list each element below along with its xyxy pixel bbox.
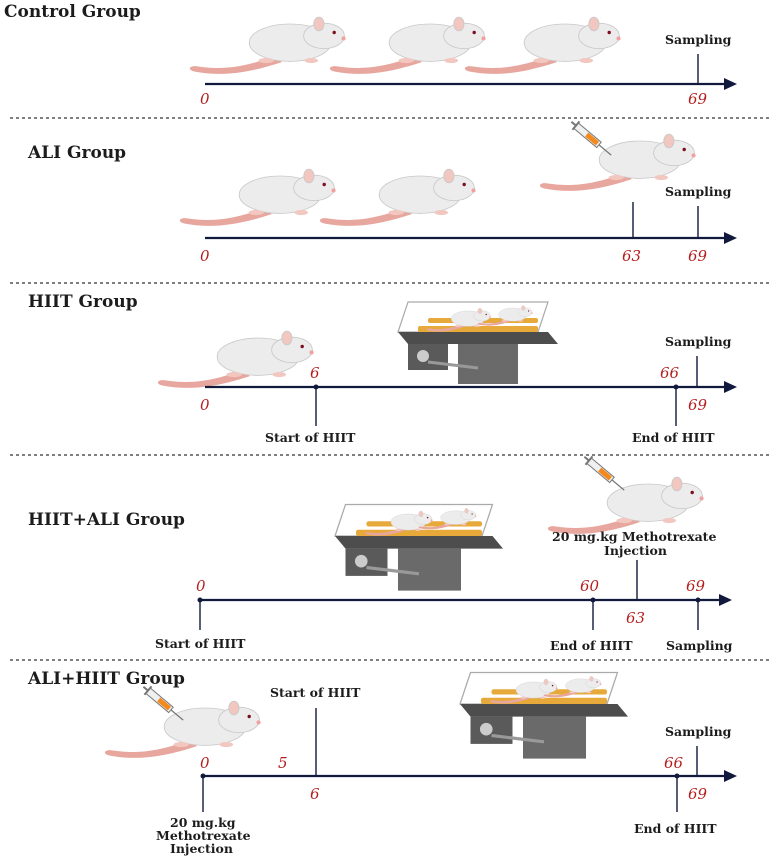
day-number: 69 (688, 247, 708, 265)
arrowhead-icon (719, 594, 732, 606)
day-number: 66 (660, 364, 680, 382)
rat-icon (104, 700, 262, 759)
arrowhead-icon (724, 232, 737, 244)
timeline-marker (590, 597, 596, 603)
group-title: HIIT+ALI Group (28, 510, 185, 530)
rat-icon (539, 133, 697, 192)
treadmill-icon (335, 505, 503, 591)
treadmill-icon (460, 673, 628, 759)
day-number: 0 (200, 247, 210, 265)
group-title: ALI Group (27, 143, 126, 163)
day-number: 5 (278, 754, 288, 772)
end-of-hiit-label: End of HIIT (632, 430, 715, 445)
rat-icon (179, 168, 337, 227)
ali-group-panel: ALI Group Sampling 0 63 69 (27, 116, 737, 265)
arrowhead-icon (724, 78, 737, 90)
timeline-marker (674, 773, 680, 779)
rat-icon (329, 16, 487, 75)
rat-icon (319, 168, 477, 227)
ali-hiit-group-panel: ALI+HIIT Group Start of HIIT Sampling 0 … (27, 669, 737, 856)
timeline-marker (197, 597, 203, 603)
syringe-icon (579, 451, 629, 496)
timeline-marker (695, 597, 701, 603)
hiit-group-panel: HIIT Group Sampling 6 66 0 69 Start of H… (28, 292, 737, 445)
start-of-hiit-label: Start of HIIT (270, 685, 361, 700)
treadmill-icon (398, 302, 558, 384)
group-title: Control Group (4, 2, 141, 22)
start-of-hiit-label: Start of HIIT (265, 430, 356, 445)
timeline-marker (673, 384, 679, 390)
injection-label: Injection (604, 543, 667, 558)
rat-icon (189, 16, 347, 75)
hiit-ali-group-panel: HIIT+ALI Group 20 mg.kg Methotrexate Inj… (28, 451, 733, 653)
day-number: 69 (688, 785, 708, 803)
rat-icon (157, 330, 315, 389)
start-of-hiit-label: Start of HIIT (155, 636, 246, 651)
day-number: 0 (200, 396, 210, 414)
injection-label: 20 mg.kg (170, 815, 236, 830)
arrowhead-icon (724, 381, 737, 393)
day-number: 69 (686, 577, 706, 595)
sampling-label: Sampling (666, 638, 733, 653)
injection-label: 20 mg.kg Methotrexate (552, 529, 716, 544)
timeline-marker (313, 384, 319, 390)
sampling-label: Sampling (665, 32, 732, 47)
end-of-hiit-label: End of HIIT (550, 638, 633, 653)
day-number: 69 (688, 90, 708, 108)
sampling-label: Sampling (665, 184, 732, 199)
timeline-marker (200, 773, 206, 779)
rat-icon (464, 16, 622, 75)
day-number: 0 (200, 90, 210, 108)
day-number: 69 (688, 396, 708, 414)
rat-icon (547, 476, 705, 535)
day-number: 0 (196, 577, 206, 595)
arrowhead-icon (724, 770, 737, 782)
injection-label: Injection (170, 841, 233, 856)
sampling-label: Sampling (665, 724, 732, 739)
end-of-hiit-label: End of HIIT (634, 821, 717, 836)
group-title: ALI+HIIT Group (27, 669, 185, 689)
group-title: HIIT Group (28, 292, 138, 312)
day-number: 63 (626, 609, 645, 627)
day-number: 6 (310, 364, 320, 382)
sampling-label: Sampling (665, 334, 732, 349)
day-number: 66 (664, 754, 684, 772)
control-group-panel: Control Group Sampling 0 69 (4, 2, 737, 108)
day-number: 60 (580, 577, 600, 595)
day-number: 0 (200, 754, 210, 772)
injection-label: Methotrexate (156, 828, 251, 843)
day-number: 6 (310, 785, 320, 803)
day-number: 63 (622, 247, 641, 265)
